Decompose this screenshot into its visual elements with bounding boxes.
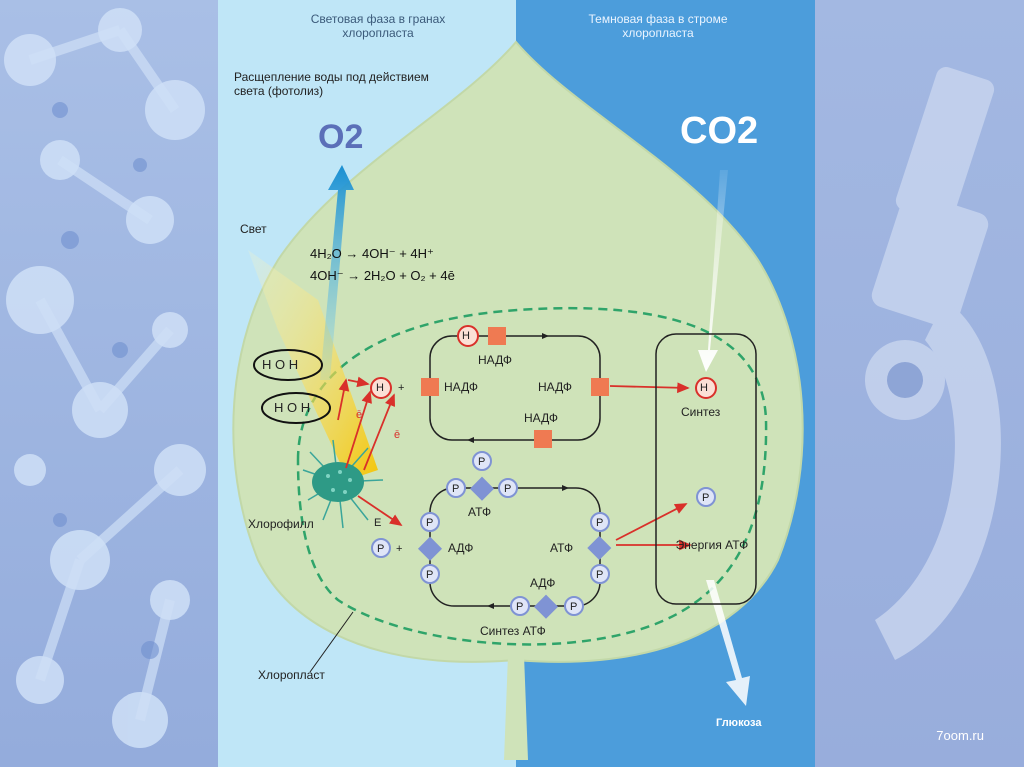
water-molecule-2 (261, 392, 331, 424)
nadp-square-right (591, 378, 609, 396)
nadp-square-left (421, 378, 439, 396)
electron-label-2: ē (394, 429, 401, 441)
glucose-label: Глюкоза (716, 717, 762, 729)
h-circle-synthesis (695, 377, 717, 399)
atp-synthesis-label: Синтез АТФ (480, 624, 546, 638)
p-label: P (596, 569, 604, 581)
water-molecule-2-label: H O H (274, 400, 311, 415)
o2-arrow (320, 165, 354, 380)
leaf-stem (504, 655, 528, 760)
atp-label-top: АТФ (468, 505, 492, 519)
electron-label-1: ē (356, 409, 363, 421)
chlorophyll-molecule (302, 439, 384, 529)
light-beam (248, 250, 378, 480)
p-label: P (570, 601, 578, 613)
co2-label: CO2 (680, 110, 759, 152)
plus-h-label: + (398, 382, 405, 394)
h-synthesis-label: H (700, 382, 708, 394)
water-molecule-1 (253, 349, 323, 381)
p-label: P (377, 543, 385, 555)
decorative-microscope-background (815, 0, 1024, 767)
p-label: P (702, 492, 710, 504)
equation-oxygen-release: 4OH⁻ → 2H₂O + O₂ + 4ē (310, 268, 455, 283)
adp-label-bottom: АДФ (530, 576, 556, 590)
decorative-molecules-background (0, 0, 218, 767)
nadp-square-bottom (534, 430, 552, 448)
adp-label-left: АДФ (448, 541, 474, 555)
e-label: Е (374, 517, 382, 529)
p-label: P (478, 456, 486, 468)
nadp-label-bottom: НАДФ (524, 411, 559, 425)
watermark: 7oom.ru (936, 728, 984, 743)
o2-label: O2 (318, 118, 364, 156)
co2-arrow (698, 170, 728, 372)
p-label: P (516, 601, 524, 613)
nadp-label-right: НАДФ (538, 380, 573, 394)
light-phase-header: Световая фаза в гранах хлоропласта (310, 12, 446, 40)
p-label: P (596, 517, 604, 529)
nadp-square-top (488, 327, 506, 345)
p-label: P (426, 517, 434, 529)
h-left-label: H (376, 382, 384, 394)
glucose-arrow (706, 580, 750, 706)
h-circle-left (370, 377, 392, 399)
atp-energy-label: Энергия АТФ (675, 538, 749, 552)
equation-water-split: 4H₂O → 4OH⁻ + 4H⁺ (310, 246, 434, 261)
dark-phase-header: Темновая фаза в строме хлоропласта (588, 12, 728, 40)
chloroplast-label: Хлоропласт (258, 668, 325, 682)
h-circle-top (457, 325, 479, 347)
plus-p-label: + (396, 543, 403, 555)
photosynthesis-diagram: Световая фаза в гранах хлоропласта Темно… (218, 0, 815, 767)
nadp-label-left: НАДФ (444, 380, 479, 394)
synthesis-label: Синтез (681, 405, 721, 419)
atp-label-right: АТФ (550, 541, 574, 555)
p-label: P (504, 483, 512, 495)
nadp-label-top: НАДФ (478, 353, 513, 367)
p-label: P (452, 483, 460, 495)
water-molecule-1-label: H O H (262, 357, 299, 372)
light-label: Свет (240, 222, 267, 236)
h-top-label: H (462, 330, 470, 342)
photolysis-label: Расщепление воды под действием света (фо… (234, 70, 429, 98)
chlorophyll-label: Хлорофилл (248, 517, 314, 531)
synthesis-box (655, 333, 757, 605)
p-label: P (426, 569, 434, 581)
